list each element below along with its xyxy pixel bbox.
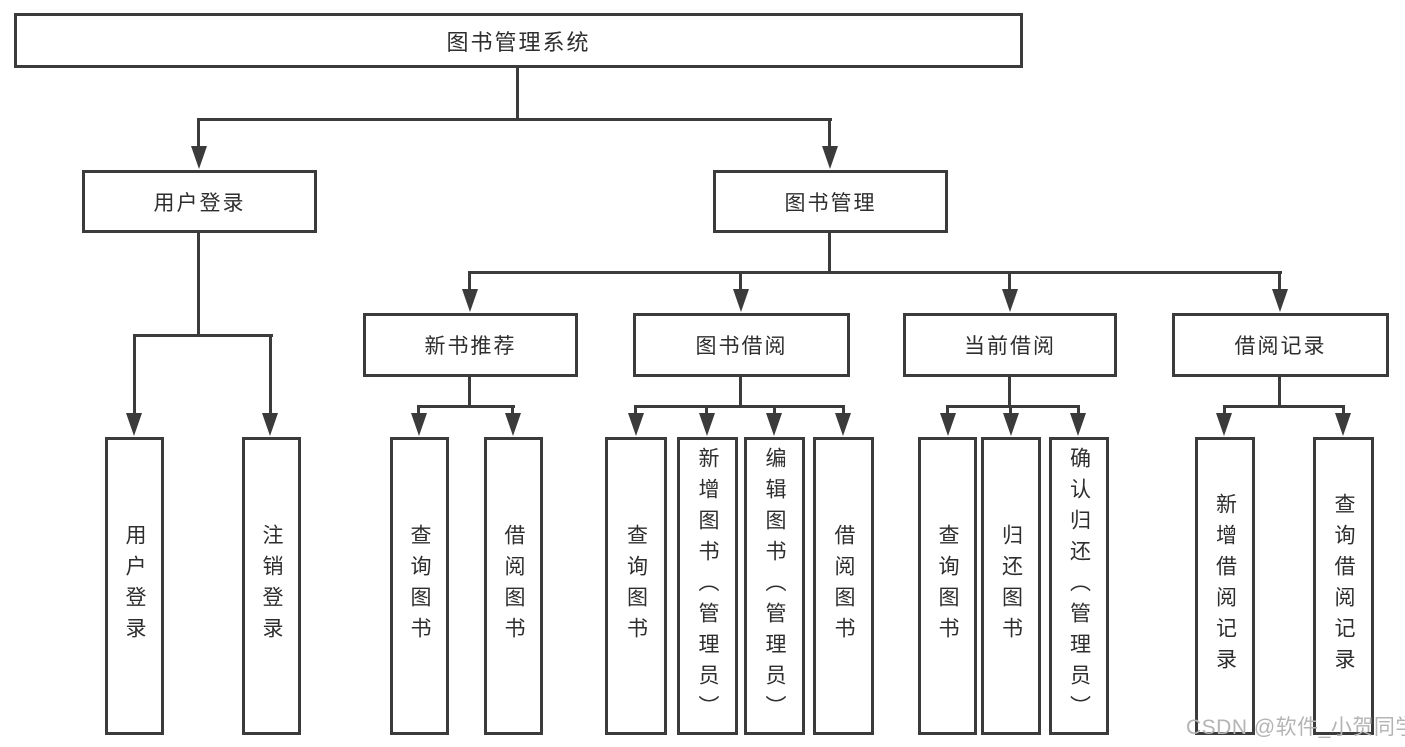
node-current-borrowing: 当前借阅 (903, 313, 1117, 377)
arrowhead-down (699, 413, 715, 436)
connector-line (133, 334, 273, 337)
leaf-confirm-return-admin: 确认归还（管理员） (1049, 437, 1109, 735)
node-book-borrowing: 图书借阅 (633, 313, 850, 377)
leaf-add-books-admin: 新增图书（管理员） (677, 437, 738, 735)
leaf-return-books: 归还图书 (981, 437, 1041, 735)
arrowhead-down (1002, 289, 1018, 312)
arrowhead-down (191, 146, 207, 169)
node-book-management: 图书管理 (713, 170, 948, 233)
connector-line (1009, 405, 1012, 414)
arrowhead-down (262, 413, 278, 436)
node-borrowing-records: 借阅记录 (1172, 313, 1389, 377)
connector-line (828, 118, 831, 148)
connector-line (1278, 377, 1281, 407)
connector-line (634, 405, 637, 414)
connector-line (417, 405, 420, 414)
arrowhead-down (411, 413, 427, 436)
node-new-book-recommendation: 新书推荐 (363, 313, 578, 377)
connector-line (739, 377, 742, 407)
leaf-user-login: 用户登录 (105, 437, 164, 735)
connector-line (197, 233, 200, 336)
connector-line (269, 334, 272, 414)
connector-line (1342, 405, 1345, 414)
connector-line (197, 118, 200, 148)
arrowhead-down (1003, 413, 1019, 436)
leaf-add-borrow-record: 新增借阅记录 (1195, 437, 1255, 735)
connector-line (739, 271, 742, 291)
connector-line (468, 271, 471, 291)
arrowhead-down (822, 146, 838, 169)
leaf-query-borrow-record: 查询借阅记录 (1313, 437, 1374, 735)
connector-line (634, 405, 845, 408)
connector-line (1008, 377, 1011, 407)
leaf-query-books-current: 查询图书 (918, 437, 977, 735)
arrowhead-down (940, 413, 956, 436)
connector-line (946, 405, 949, 414)
connector-line (1223, 405, 1226, 414)
arrowhead-down (1070, 413, 1086, 436)
arrowhead-down (126, 413, 142, 436)
arrowhead-down (835, 413, 851, 436)
arrowhead-down (505, 413, 521, 436)
leaf-borrow-books-recommend: 借阅图书 (484, 437, 543, 735)
connector-line (197, 118, 832, 121)
connector-line (842, 405, 845, 414)
arrowhead-down (733, 289, 749, 312)
connector-line (1008, 271, 1011, 291)
connector-line (946, 405, 1080, 408)
leaf-query-books-borrowing: 查询图书 (605, 437, 667, 735)
arrowhead-down (1216, 413, 1232, 436)
connector-line (468, 271, 1282, 274)
node-user-login: 用户登录 (82, 170, 317, 233)
node-library-management-system: 图书管理系统 (14, 13, 1023, 68)
arrowhead-down (766, 413, 782, 436)
connector-line (1223, 405, 1345, 408)
connector-line (773, 405, 776, 414)
connector-line (468, 377, 471, 407)
leaf-borrow-books: 借阅图书 (813, 437, 874, 735)
connector-line (1278, 271, 1281, 291)
arrowhead-down (1272, 289, 1288, 312)
connector-line (705, 405, 708, 414)
connector-line (417, 405, 515, 408)
leaf-query-books-recommend: 查询图书 (390, 437, 449, 735)
connector-line (1077, 405, 1080, 414)
csdn-watermark: CSDN @软件_小贺同学 (1186, 716, 1405, 739)
connector-line (828, 233, 831, 273)
leaf-logout-login: 注销登录 (242, 437, 301, 735)
leaf-edit-books-admin: 编辑图书（管理员） (744, 437, 805, 735)
arrowhead-down (462, 289, 478, 312)
connector-line (511, 405, 514, 414)
connector-line (133, 334, 136, 414)
arrowhead-down (628, 413, 644, 436)
connector-line (516, 68, 519, 120)
arrowhead-down (1335, 413, 1351, 436)
